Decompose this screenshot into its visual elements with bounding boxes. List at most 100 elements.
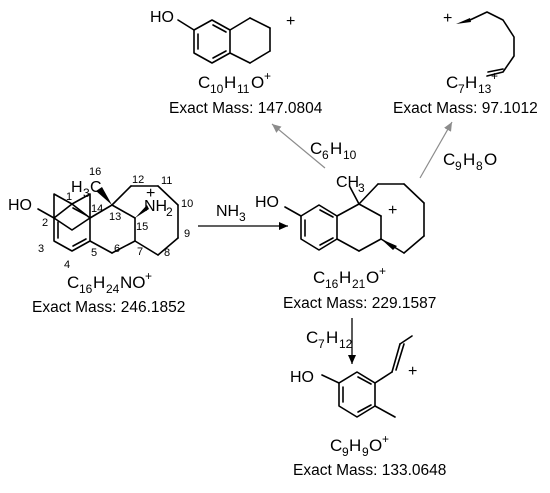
mid-methyl-sub: 3 <box>358 181 365 195</box>
top-right-formula-p1: H <box>465 73 477 92</box>
mid-exact-mass: Exact Mass: 229.1587 <box>283 295 436 312</box>
loss-nh3-label: NH <box>216 203 239 220</box>
mid-charge: + <box>388 202 397 219</box>
mid-formula-charge: + <box>379 264 386 278</box>
loss-c9h8o-c: C <box>443 150 455 169</box>
bottom-exact-mass: Exact Mass: 133.0648 <box>293 462 446 479</box>
bottom-formula-c: C <box>330 436 342 455</box>
loss-c9h8o-p1: H <box>463 150 475 169</box>
atom-number-5: 5 <box>91 247 97 259</box>
atom-number-16: 16 <box>89 166 101 178</box>
start-atom-numbers: 1 2 3 4 5 6 7 8 9 10 11 12 13 14 15 16 <box>38 166 193 271</box>
start-formula-p3: NO <box>120 273 146 292</box>
arrow-loss-c6h10: C 6 H 10 <box>271 123 357 169</box>
start-hydroxyl-label: HO <box>8 197 32 214</box>
top-left-formula-charge: + <box>264 69 271 83</box>
top-left-exact-mass: Exact Mass: 147.0804 <box>169 100 323 117</box>
start-amine-sub: 2 <box>166 205 173 219</box>
start-amine-label: NH 2 + <box>144 185 173 219</box>
arrow-c6h10-line <box>271 123 326 169</box>
start-formula: C 16 H 24 NO + <box>67 269 152 296</box>
top-right-structure <box>456 11 515 77</box>
top-right-formula-p2: 13 <box>478 82 492 96</box>
atom-number-11: 11 <box>161 175 172 187</box>
bottom-formula-p3: O <box>369 436 382 455</box>
loss-c9h8o-p3: O <box>484 150 497 169</box>
loss-c7h12-c: C <box>306 328 318 347</box>
bottom-formula-charge: + <box>382 432 389 446</box>
start-formula-p1: H <box>93 273 105 292</box>
mid-molecule: HO CH 3 + C 16 H 21 O + Exact Mass: 229.… <box>255 174 436 312</box>
top-left-formula-p3: O <box>251 73 264 92</box>
start-methyl-sub: 3 <box>83 186 90 200</box>
top-left-molecule: HO + C 10 H 11 O + Exact Mass: 147.0804 <box>150 9 323 117</box>
atom-number-13: 13 <box>109 211 121 223</box>
top-right-molecule: + C 7 H 13 + Exact Mass: 97.1012 <box>393 10 538 117</box>
bottom-formula-p1: H <box>349 436 361 455</box>
atom-number-4: 4 <box>64 259 70 271</box>
top-right-exact-mass: Exact Mass: 97.1012 <box>393 100 538 117</box>
mid-formula-p0: 16 <box>325 277 339 291</box>
mid-structure <box>284 183 425 254</box>
top-right-charge: + <box>443 10 452 27</box>
loss-c6h10-c: C <box>310 139 322 158</box>
top-left-formula-p0: 10 <box>210 82 224 96</box>
bottom-formula-p2: 9 <box>362 445 369 459</box>
atom-number-7: 7 <box>137 246 143 258</box>
arrow-loss-nh3: NH 3 <box>198 203 288 230</box>
mid-methyl-label: CH 3 <box>336 174 365 195</box>
bottom-molecule: HO + C 9 H 9 O + Exact Mass: 133.0648 <box>290 335 446 479</box>
loss-c7h12-p1: H <box>326 328 338 347</box>
atom-number-14: 14 <box>91 203 103 215</box>
top-left-hydroxyl-label: HO <box>150 9 174 26</box>
atom-number-6: 6 <box>114 243 120 255</box>
top-right-formula-p0: 7 <box>458 82 465 96</box>
bottom-formula-p0: 9 <box>342 445 349 459</box>
atom-number-3: 3 <box>38 243 44 255</box>
atom-number-1: 1 <box>66 191 72 203</box>
start-amine-n: NH <box>144 198 167 215</box>
loss-c9h8o-p2: 8 <box>476 159 483 173</box>
loss-c6h10-p2: 10 <box>343 148 357 162</box>
start-formula-c: C <box>67 273 79 292</box>
arrow-c9h8o-line <box>419 121 453 179</box>
bottom-hydroxyl-label: HO <box>290 369 314 386</box>
start-formula-charge: + <box>145 269 152 283</box>
arrow-loss-c9h8o: C 9 H 8 O <box>419 121 497 179</box>
top-right-formula-c: C <box>446 73 458 92</box>
atom-number-12: 12 <box>132 174 144 186</box>
start-amine-charge: + <box>146 185 155 202</box>
atom-number-10: 10 <box>181 198 193 210</box>
top-left-charge: + <box>286 13 295 30</box>
start-methyl-label: H 3 C <box>71 179 102 200</box>
mid-formula-p1: H <box>339 268 351 287</box>
top-left-structure <box>177 17 271 64</box>
mid-formula: C 16 H 21 O + <box>313 264 386 291</box>
bottom-formula: C 9 H 9 O + <box>330 432 389 459</box>
bottom-structure <box>321 335 413 418</box>
atom-number-2: 2 <box>42 217 48 229</box>
top-left-formula-p1: H <box>224 73 236 92</box>
mid-formula-c: C <box>313 268 325 287</box>
atom-number-15: 15 <box>136 221 148 233</box>
mid-formula-p3: O <box>366 268 379 287</box>
mid-hydroxyl-label: HO <box>255 194 279 211</box>
loss-c6h10-p1: H <box>330 139 342 158</box>
loss-c9h8o-p0: 9 <box>455 159 462 173</box>
mid-formula-p2: 21 <box>352 277 366 291</box>
start-formula-p2: 24 <box>106 282 120 296</box>
atom-number-9: 9 <box>184 228 190 240</box>
loss-c7h12-p0: 7 <box>318 337 325 351</box>
loss-c6h10-p0: 6 <box>322 148 329 162</box>
start-methyl-c: C <box>90 179 102 196</box>
top-left-formula: C 10 H 11 O + <box>198 69 271 96</box>
top-left-formula-p2: 11 <box>237 82 250 96</box>
start-molecule: HO H 3 C NH 2 + 1 2 3 4 5 6 7 8 9 10 11 … <box>8 166 193 316</box>
arrow-loss-c7h12: C 7 H 12 <box>306 318 356 364</box>
loss-c7h12-p2: 12 <box>339 337 353 351</box>
start-methyl-h: H <box>71 179 83 196</box>
start-structure <box>37 185 179 256</box>
bottom-charge: + <box>408 363 417 380</box>
mid-methyl-ch: CH <box>336 174 359 191</box>
